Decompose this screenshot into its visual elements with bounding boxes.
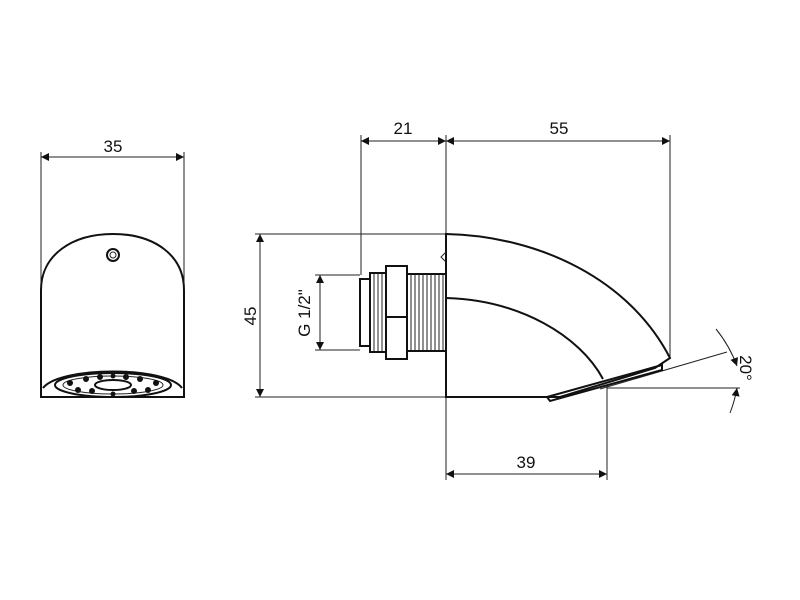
thread-label: G 1/2" [295, 289, 314, 337]
side-view: 21 55 45 G 1/2" 39 20° [241, 119, 755, 480]
front-body-outline [40, 232, 185, 398]
nozzle-rim [42, 370, 183, 389]
outlet-offset-label: 39 [517, 453, 536, 472]
inlet-length-label: 21 [394, 119, 413, 138]
spray-nozzle [54, 372, 172, 398]
spout-inner-curve [445, 297, 604, 380]
body-length-label: 55 [550, 119, 569, 138]
angle-label: 20° [736, 355, 755, 381]
height-label: 45 [241, 307, 260, 326]
front-view: 35 [40, 137, 185, 398]
spray-holes [67, 373, 159, 397]
angle-arc [729, 387, 740, 414]
set-screw-icon [106, 248, 120, 262]
width-dimension-label: 35 [104, 137, 123, 156]
spout-nozzle-plate [545, 363, 663, 403]
threaded-connector [359, 265, 447, 360]
spout-body-outline [445, 232, 672, 398]
